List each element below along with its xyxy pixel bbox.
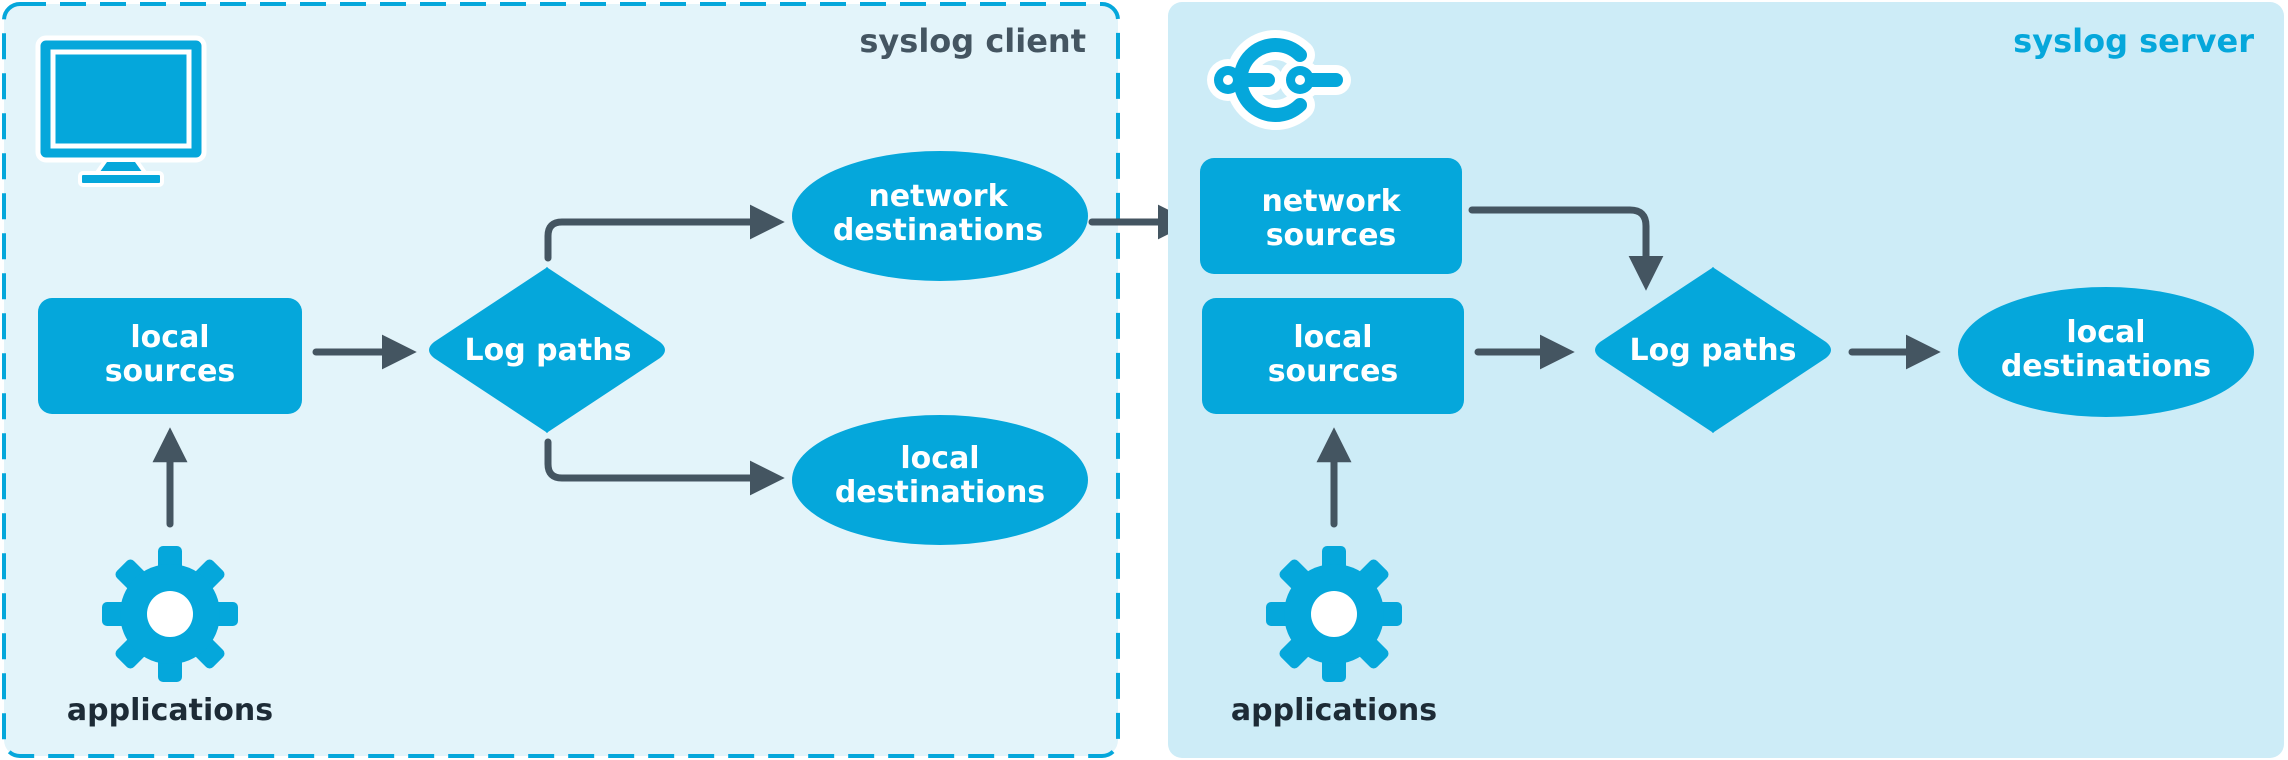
server-log-paths-node: Log paths	[1595, 267, 1831, 433]
client-local-sources-line-1: local	[130, 320, 209, 355]
client-applications-label: applications	[67, 693, 273, 728]
server-panel-title: syslog server	[2013, 22, 2254, 60]
server-local-destinations-line-1: local	[2066, 315, 2145, 350]
server-network-sources-line-2: sources	[1266, 218, 1397, 253]
monitor-icon	[35, 35, 207, 187]
server-edge-network-sources-to-log-paths	[1468, 206, 1664, 291]
client-local-sources-node: local sources	[38, 298, 302, 414]
client-log-paths-label: Log paths	[465, 333, 632, 368]
server-network-sources-node: network sources	[1200, 158, 1462, 274]
socket-connector-icon	[1207, 30, 1351, 130]
client-edge-log-paths-to-network-destinations	[544, 204, 785, 262]
client-local-destinations-line-1: local	[900, 441, 979, 476]
server-applications-label: applications	[1231, 693, 1437, 728]
client-local-sources-line-2: sources	[105, 354, 236, 389]
client-network-destinations-node: network destinations	[792, 151, 1088, 281]
server-local-destinations-line-2: destinations	[2001, 349, 2211, 384]
client-local-destinations-node: local destinations	[792, 415, 1088, 545]
server-local-sources-line-2: sources	[1268, 354, 1399, 389]
client-network-destinations-line-2: destinations	[833, 213, 1043, 248]
client-local-destinations-line-2: destinations	[835, 475, 1045, 510]
server-applications-gear-icon	[1266, 546, 1402, 682]
client-network-destinations-line-1: network	[868, 179, 1008, 214]
server-local-sources-line-1: local	[1293, 320, 1372, 355]
server-local-destinations-node: local destinations	[1958, 287, 2254, 417]
client-panel-title: syslog client	[859, 22, 1086, 60]
client-applications-gear-icon	[102, 546, 238, 682]
client-log-paths-node: Log paths	[429, 267, 665, 433]
client-edge-log-paths-to-local-destinations	[544, 438, 785, 496]
server-log-paths-label: Log paths	[1630, 333, 1797, 368]
server-local-sources-node: local sources	[1202, 298, 1464, 414]
server-network-sources-line-1: network	[1261, 184, 1401, 219]
